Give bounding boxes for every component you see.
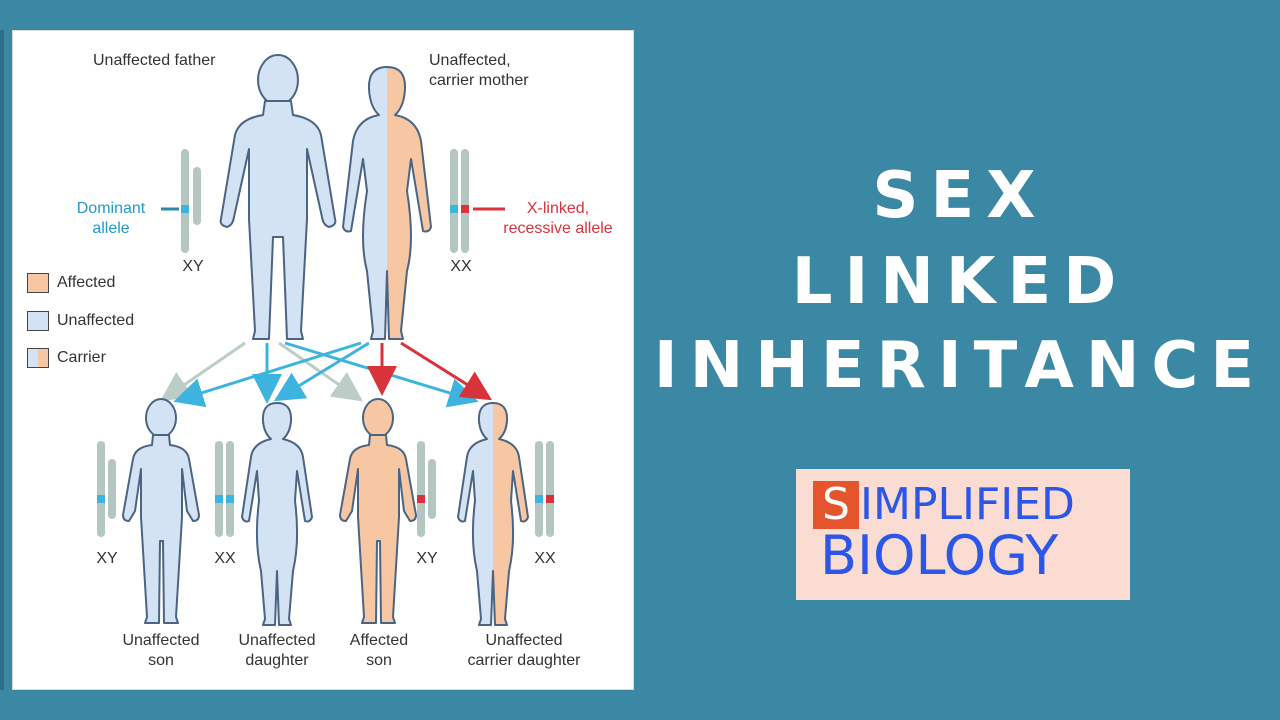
child3-xy-chromosomes (417, 441, 436, 537)
child1-caption-line2: son (111, 651, 211, 671)
child-carrier-daughter-figure (458, 403, 528, 625)
child2-caption-line1: Unaffected (227, 631, 327, 651)
legend-unaffected: Unaffected (27, 311, 134, 331)
child-affected-son-figure (340, 399, 416, 623)
mother-label-line1: Unaffected, (429, 51, 511, 71)
legend-label-carrier: Carrier (57, 348, 106, 368)
child3-xy-label: XY (409, 549, 445, 569)
child1-caption-line1: Unaffected (111, 631, 211, 651)
recessive-allele-label-line2: recessive allele (483, 219, 633, 239)
father-label: Unaffected father (93, 51, 215, 71)
title-line-inheritance: INHERITANCE (640, 330, 1280, 402)
child1-xy-label: XY (89, 549, 125, 569)
mother-label-line2: carrier mother (429, 71, 529, 91)
child4-xx-chromosomes (535, 441, 554, 537)
logo-word-biology: BIOLOGY (820, 525, 1058, 587)
father-xy-label: XY (173, 257, 213, 277)
inheritance-arrows (165, 343, 487, 400)
child2-xx-chromosomes (215, 441, 234, 537)
legend-swatch-affected (27, 273, 49, 293)
child-unaffected-son-figure (123, 399, 199, 623)
legend-affected: Affected (27, 273, 115, 293)
inheritance-diagram: Unaffected father Unaffected, carrier mo… (12, 30, 634, 690)
mother-xx-label: XX (441, 257, 481, 277)
dominant-allele-label-line2: allele (59, 219, 163, 239)
left-edge-strip (0, 30, 4, 690)
father-xy-chromosomes (161, 149, 201, 253)
mother-figure (343, 67, 431, 339)
child1-xy-chromosomes (97, 441, 116, 537)
child3-caption-line2: son (329, 651, 429, 671)
legend-swatch-carrier (27, 348, 49, 368)
title-line-sex: SEX (640, 160, 1280, 232)
dominant-allele-label-line1: Dominant (59, 199, 163, 219)
legend-label-affected: Affected (57, 273, 115, 293)
child2-caption-line2: daughter (227, 651, 327, 671)
recessive-allele-label-line1: X-linked, (483, 199, 633, 219)
title-line-linked: LINKED (640, 246, 1280, 318)
diagram-graphics (13, 31, 634, 690)
logo-initial: S (813, 481, 859, 529)
father-figure (221, 55, 336, 339)
child-unaffected-daughter-figure (242, 403, 312, 625)
child4-xx-label: XX (527, 549, 563, 569)
legend-label-unaffected: Unaffected (57, 311, 134, 331)
simplified-biology-logo: S IMPLIFIED BIOLOGY (796, 469, 1130, 600)
legend-swatch-unaffected (27, 311, 49, 331)
child3-caption-line1: Affected (329, 631, 429, 651)
legend-carrier: Carrier (27, 348, 106, 368)
child4-caption-line2: carrier daughter (449, 651, 599, 671)
child2-xx-label: XX (207, 549, 243, 569)
child4-caption-line1: Unaffected (449, 631, 599, 651)
